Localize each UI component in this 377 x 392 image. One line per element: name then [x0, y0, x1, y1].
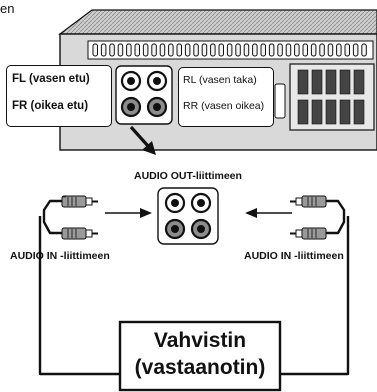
- vent-slot: [168, 43, 174, 57]
- vent-slot: [336, 43, 342, 57]
- vent-slot: [302, 43, 308, 57]
- vent-slot: [176, 43, 182, 57]
- vent-slot: [252, 43, 258, 57]
- vent-slot: [151, 43, 157, 57]
- vent-slot: [310, 43, 317, 57]
- vent-slot: [277, 43, 283, 57]
- vent-slot: [352, 43, 359, 57]
- vent-slot: [344, 43, 350, 57]
- left-rca-plug-top: [61, 195, 98, 208]
- vent-slot: [92, 43, 98, 57]
- audio-out-label: AUDIO OUT-liittimeen: [134, 170, 242, 182]
- rear-labels-box: [178, 67, 274, 127]
- audio-out-jack-tl: [164, 192, 186, 214]
- vent-slot: [159, 43, 166, 57]
- vent-slot: [201, 43, 208, 57]
- vent-slot: [226, 43, 233, 57]
- vent-slot: [184, 43, 191, 57]
- vent-slot: [285, 43, 292, 57]
- device-jack-rl: [146, 70, 168, 92]
- vent-slot: [327, 43, 334, 57]
- amplifier-box: [118, 320, 282, 392]
- vent-slot: [268, 43, 275, 57]
- left-rca-plug-bottom: [61, 227, 98, 240]
- audio-out-jack-tr: [190, 192, 212, 214]
- right-rca-plug-bottom: [290, 227, 327, 240]
- vent-slot: [361, 43, 367, 57]
- label-front-left: FL (vasen etu): [12, 73, 90, 85]
- vent-slot: [235, 43, 241, 57]
- amplifier-subtitle: (vastaanotin): [134, 356, 266, 379]
- device-jack-fr: [120, 96, 142, 118]
- label-rear-right: RR (vasen oikea): [183, 100, 265, 112]
- audio-out-jack-br: [190, 218, 212, 240]
- corner-text: en: [0, 1, 15, 16]
- right-rca-plug-top: [290, 195, 327, 208]
- amplifier-title: Vahvistin: [153, 329, 247, 352]
- vent-slot: [193, 43, 199, 57]
- vent-slot: [260, 43, 266, 57]
- label-front-right: FR (oikea etu): [12, 100, 89, 112]
- device-jack-fl: [120, 70, 142, 92]
- vent-slot: [142, 43, 149, 57]
- vent-slot: [126, 43, 132, 57]
- vent-slot: [218, 43, 224, 57]
- vent-slot: [117, 43, 124, 57]
- vent-slot: [134, 43, 140, 57]
- audio-out-connector: [157, 187, 219, 245]
- vent-slot: [210, 43, 216, 57]
- vent-slot: [319, 43, 325, 57]
- arrow-device-to-audio-out: [129, 125, 156, 155]
- audio-out-jack-bl: [164, 218, 186, 240]
- arrow-left-to-center: [105, 208, 152, 218]
- audio-in-right-label: AUDIO IN -liittimeen: [244, 250, 344, 262]
- cable-right: [280, 199, 350, 376]
- cable-left: [38, 199, 120, 376]
- arrow-right-to-center: [245, 208, 292, 218]
- vent-slot: [100, 43, 107, 57]
- audio-in-left-label: AUDIO IN -liittimeen: [10, 250, 110, 262]
- label-rear-left: RL (vasen taka): [183, 74, 257, 86]
- vent-slot: [294, 43, 300, 57]
- front-labels-box: [6, 65, 112, 127]
- vent-slot: [109, 43, 115, 57]
- vent-slot: [243, 43, 250, 57]
- device-jack-rr: [146, 96, 168, 118]
